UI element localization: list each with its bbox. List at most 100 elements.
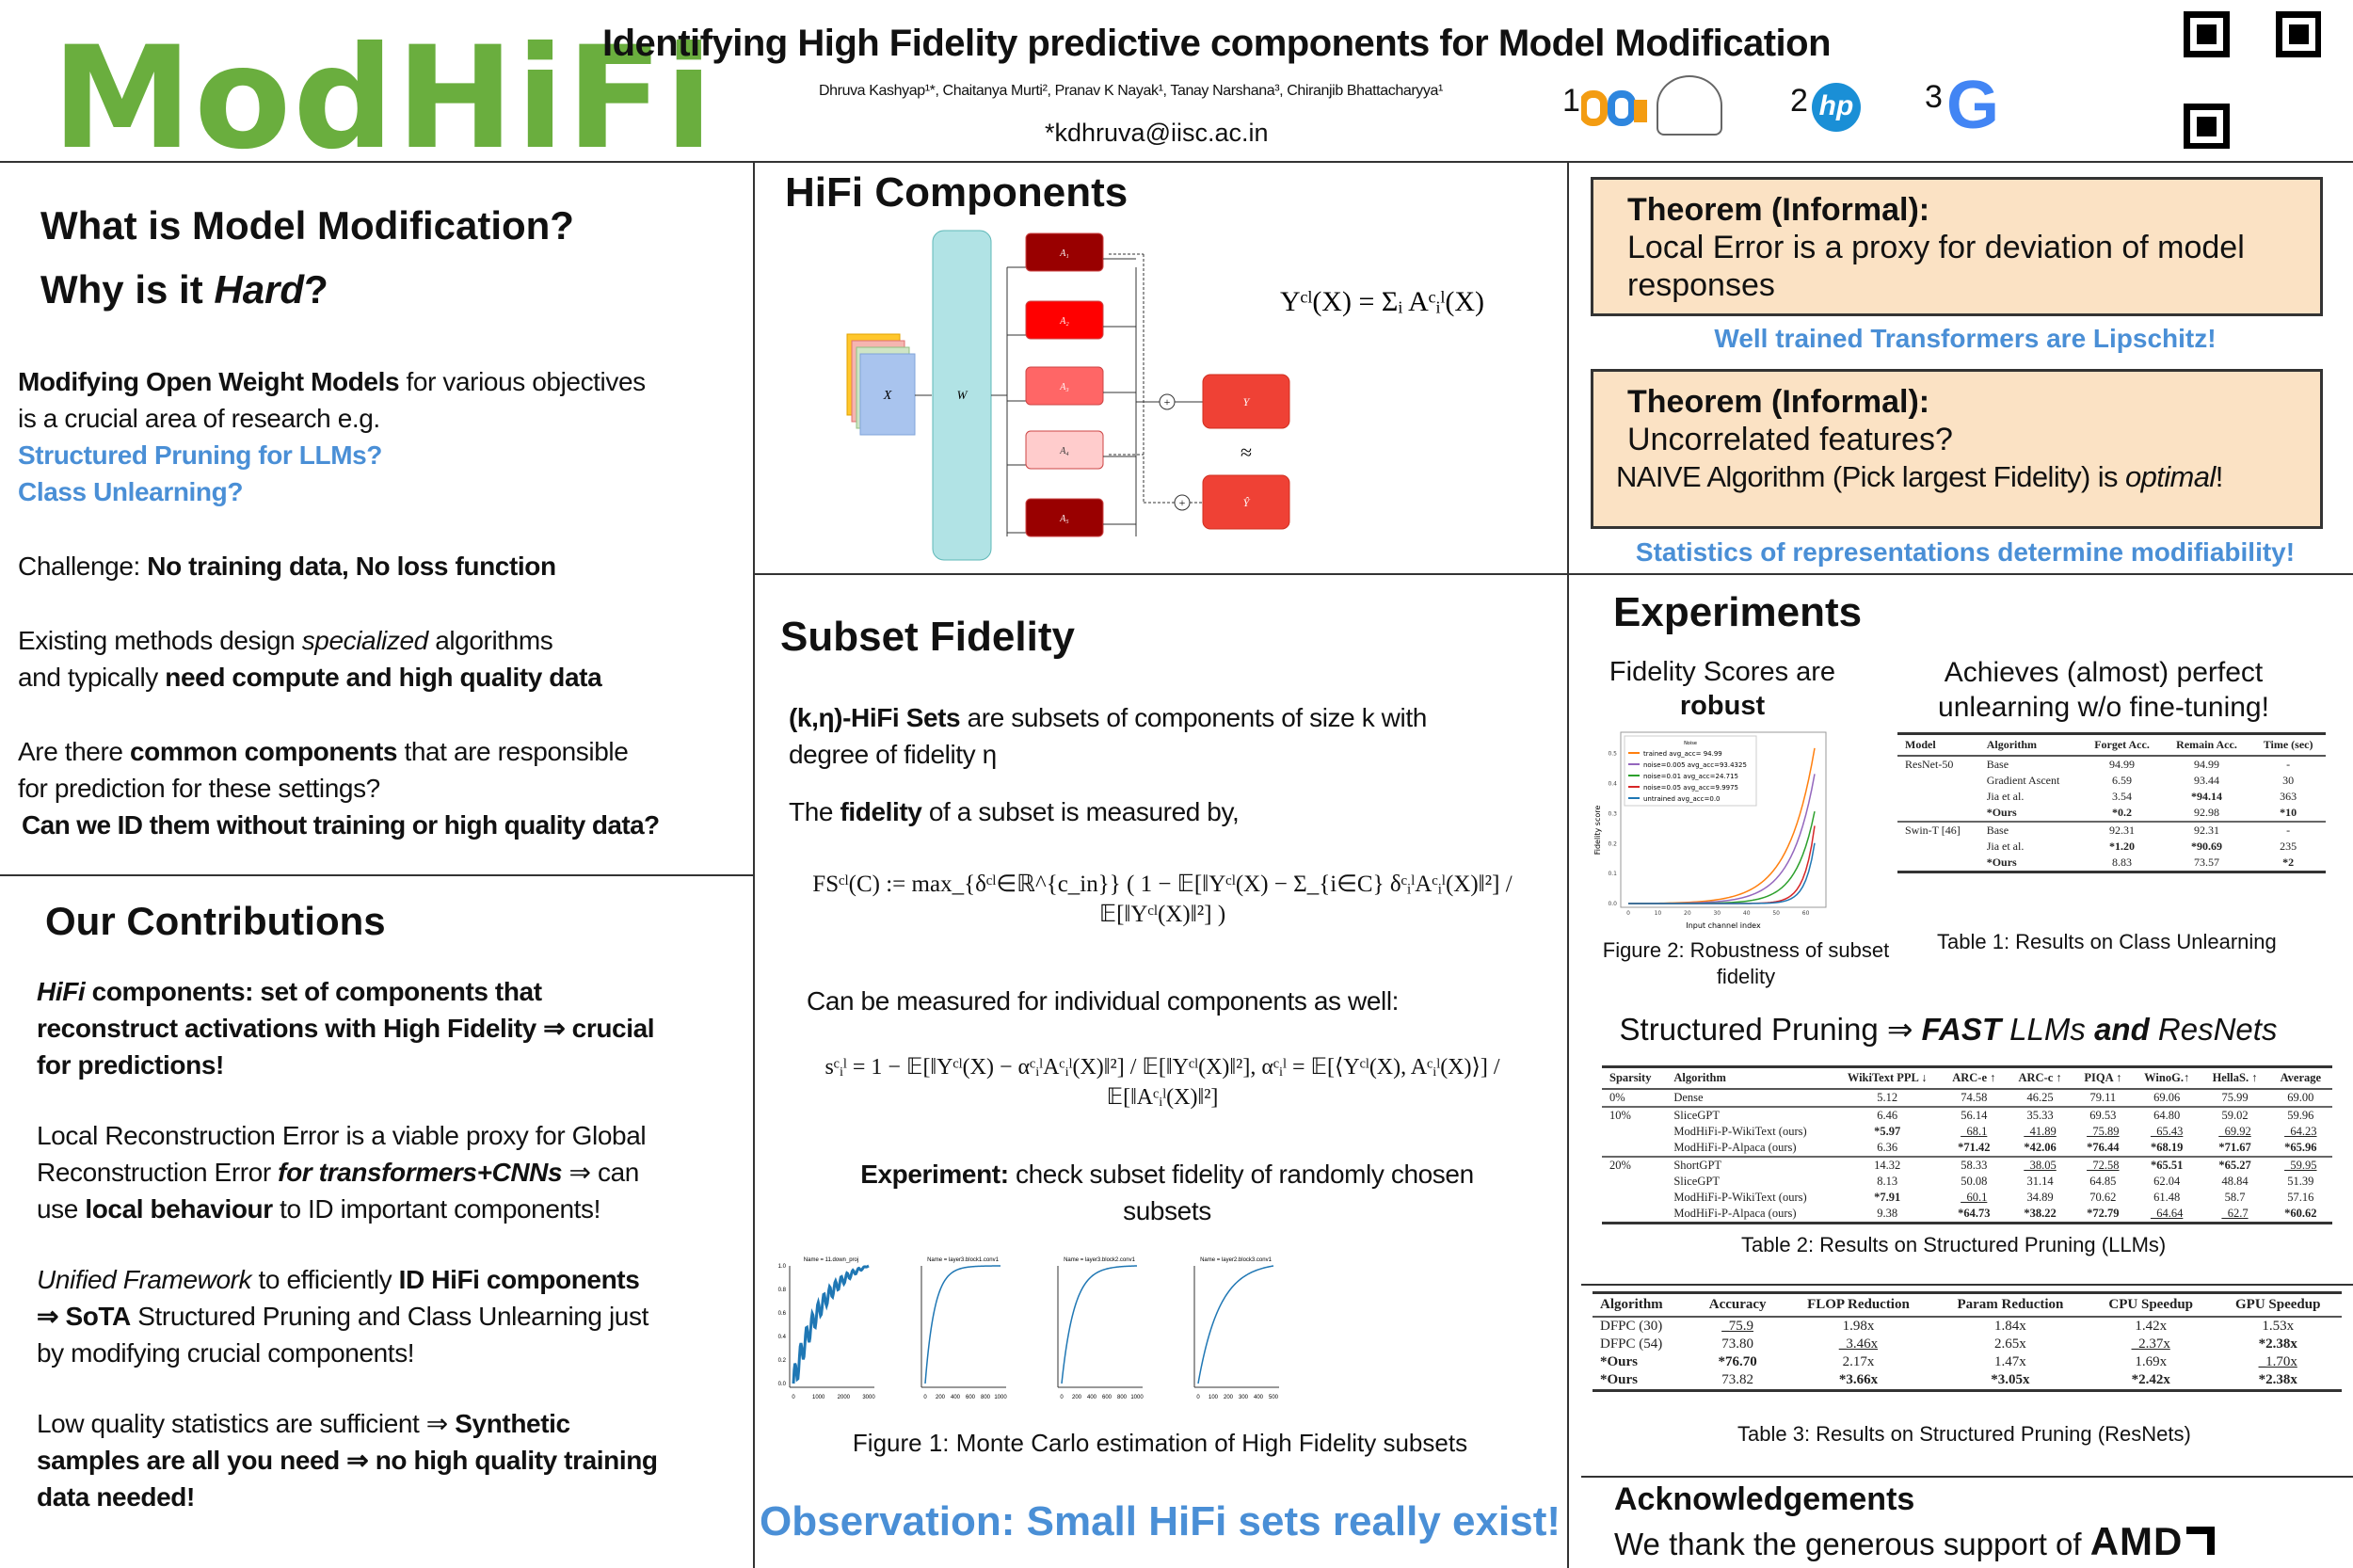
table-cell: *65.51 [2132, 1156, 2201, 1174]
link-class-unlearning[interactable]: Class Unlearning? [18, 477, 244, 506]
qr-module [2223, 44, 2230, 51]
table-cell: *10 [2280, 806, 2297, 819]
text: that are responsible [397, 737, 629, 766]
table-cell: 61.48 [2153, 1191, 2181, 1204]
table-cell: *1.20 [2109, 840, 2135, 853]
table-cell: 64.85 [2089, 1175, 2117, 1188]
y-tick-label: 0.4 [1608, 781, 1617, 788]
y-tick-label: 0.2 [1608, 840, 1617, 847]
text: Low quality statistics are sufficient ⇒ [37, 1409, 456, 1438]
contact-email[interactable]: *kdhruva@iisc.ac.in [1045, 119, 1269, 147]
component-label: A₁ [1059, 248, 1069, 259]
table-cell [1897, 839, 1979, 855]
table-cell: - [2286, 758, 2291, 771]
component-block-3 [1025, 366, 1104, 406]
text: for prediction for these settings? [18, 774, 380, 803]
contributions-list: HiFi components: set of components that … [37, 973, 658, 1515]
table-cell: ModHiFi-P-Alpaca (ours) [1673, 1141, 1797, 1154]
text: No training data, No loss function [147, 552, 556, 581]
x-tick-label: 200 [1072, 1395, 1082, 1400]
section-divider [0, 874, 753, 876]
table-cell [1602, 1140, 1666, 1157]
x-tick-label: 400 [1254, 1395, 1264, 1400]
column-header: Average [2268, 1065, 2332, 1090]
table-cell: *5.97 [1874, 1125, 1901, 1138]
table-cell: SliceGPT [1666, 1106, 1834, 1124]
x-tick-label: 300 [1239, 1395, 1249, 1400]
text: Fidelity Scores are [1609, 657, 1836, 687]
section-heading-model-modification: What is Model Modification? [40, 203, 574, 248]
qr-module [2276, 38, 2282, 44]
y-axis-label: Fidelity score [1593, 806, 1602, 856]
qr-code-icon[interactable] [2184, 11, 2322, 150]
column-header: FLOP Reduction [1784, 1291, 1933, 1318]
section-heading-why-hard: Why is it Hard? [40, 267, 328, 312]
text: specialized [301, 626, 429, 655]
table-row: ModHiFi-P-Alpaca (ours)6.36*71.42*42.06*… [1602, 1140, 2332, 1157]
text: LLMs [2001, 1012, 2095, 1047]
x-tick-label: 800 [981, 1395, 991, 1400]
qr-module [2276, 18, 2282, 24]
qr-module [2223, 104, 2230, 110]
table-cell: _38.05 [2007, 1156, 2073, 1174]
y-tick-label: 0.2 [778, 1358, 787, 1364]
table-row: ModHiFi-P-Alpaca (ours)9.38*64.73*38.22*… [1602, 1206, 2332, 1224]
qr-module [2223, 117, 2230, 123]
qr-module [2197, 117, 2203, 123]
qr-module [2223, 136, 2230, 143]
text: Synthetic [455, 1409, 570, 1438]
table-cell: 31.14 [2026, 1175, 2054, 1188]
section-heading-contributions: Our Contributions [45, 899, 386, 943]
fidelity-equation: FSᶜˡ(C) := max_{δᶜˡ∈ℝ^{c_in}} ( 1 − 𝔼[‖Y… [812, 872, 1513, 927]
qr-module [2203, 51, 2210, 57]
qr-module [2184, 104, 2190, 110]
column-header: CPU Speedup [2087, 1291, 2215, 1318]
theorem-box-1: Theorem (Informal): Local Error is a pro… [1591, 177, 2323, 316]
input-stack: X [846, 333, 916, 436]
column-header: PIQA ↑ [2073, 1065, 2133, 1090]
table-cell: _1.70x [2258, 1354, 2297, 1369]
table-cell: 48.84 [2221, 1175, 2249, 1188]
column-header: HellaS. ↑ [2201, 1065, 2269, 1090]
theorem-body: Uncorrelated features? [1627, 422, 1953, 457]
table-cell: SliceGPT [1673, 1175, 1720, 1188]
qr-module [2184, 143, 2190, 150]
weight-label: W [957, 388, 968, 402]
google-logo-icon: G [1946, 68, 2000, 143]
qr-module [2203, 130, 2210, 136]
table-cell: 73.57 [2162, 855, 2251, 873]
text: FAST [1921, 1012, 2002, 1047]
text: and [2094, 1012, 2150, 1047]
text: Why is it [40, 267, 215, 312]
table-cell: *90.69 [2191, 840, 2222, 853]
column-header: ARC-c ↑ [2007, 1065, 2073, 1090]
fidelity-curve [792, 1264, 870, 1384]
table-cell: 59.96 [2268, 1106, 2332, 1124]
table-cell: Base [1986, 758, 2009, 771]
table-cell [1602, 1174, 1666, 1190]
y-tick-label: 0.6 [778, 1311, 787, 1317]
output-block [1202, 374, 1290, 429]
table-cell: DFPC (54) [1600, 1336, 1663, 1352]
table-cell: 1.42x [2135, 1319, 2168, 1334]
text: for predictions! [37, 1050, 224, 1080]
qr-module [2296, 51, 2302, 57]
qr-module [2210, 24, 2217, 31]
fidelity-curve [924, 1265, 1001, 1384]
text: Achieves (almost) perfect [1944, 657, 2264, 688]
table-cell: _68.1 [1961, 1125, 1988, 1138]
link-structured-pruning[interactable]: Structured Pruning for LLMs? [18, 440, 383, 470]
qr-module [2210, 38, 2217, 44]
theorem-body: Local Error is a proxy for deviation of … [1627, 230, 2245, 303]
approx-output-block [1202, 474, 1290, 530]
table-cell: _62.7 [2201, 1206, 2269, 1224]
table-cell: ResNet-50 [1905, 758, 1954, 771]
sum-equation: Yᶜˡ(X) = Σᵢ Aᶜᵢˡ(X) [1280, 286, 1484, 317]
qr-module [2203, 117, 2210, 123]
